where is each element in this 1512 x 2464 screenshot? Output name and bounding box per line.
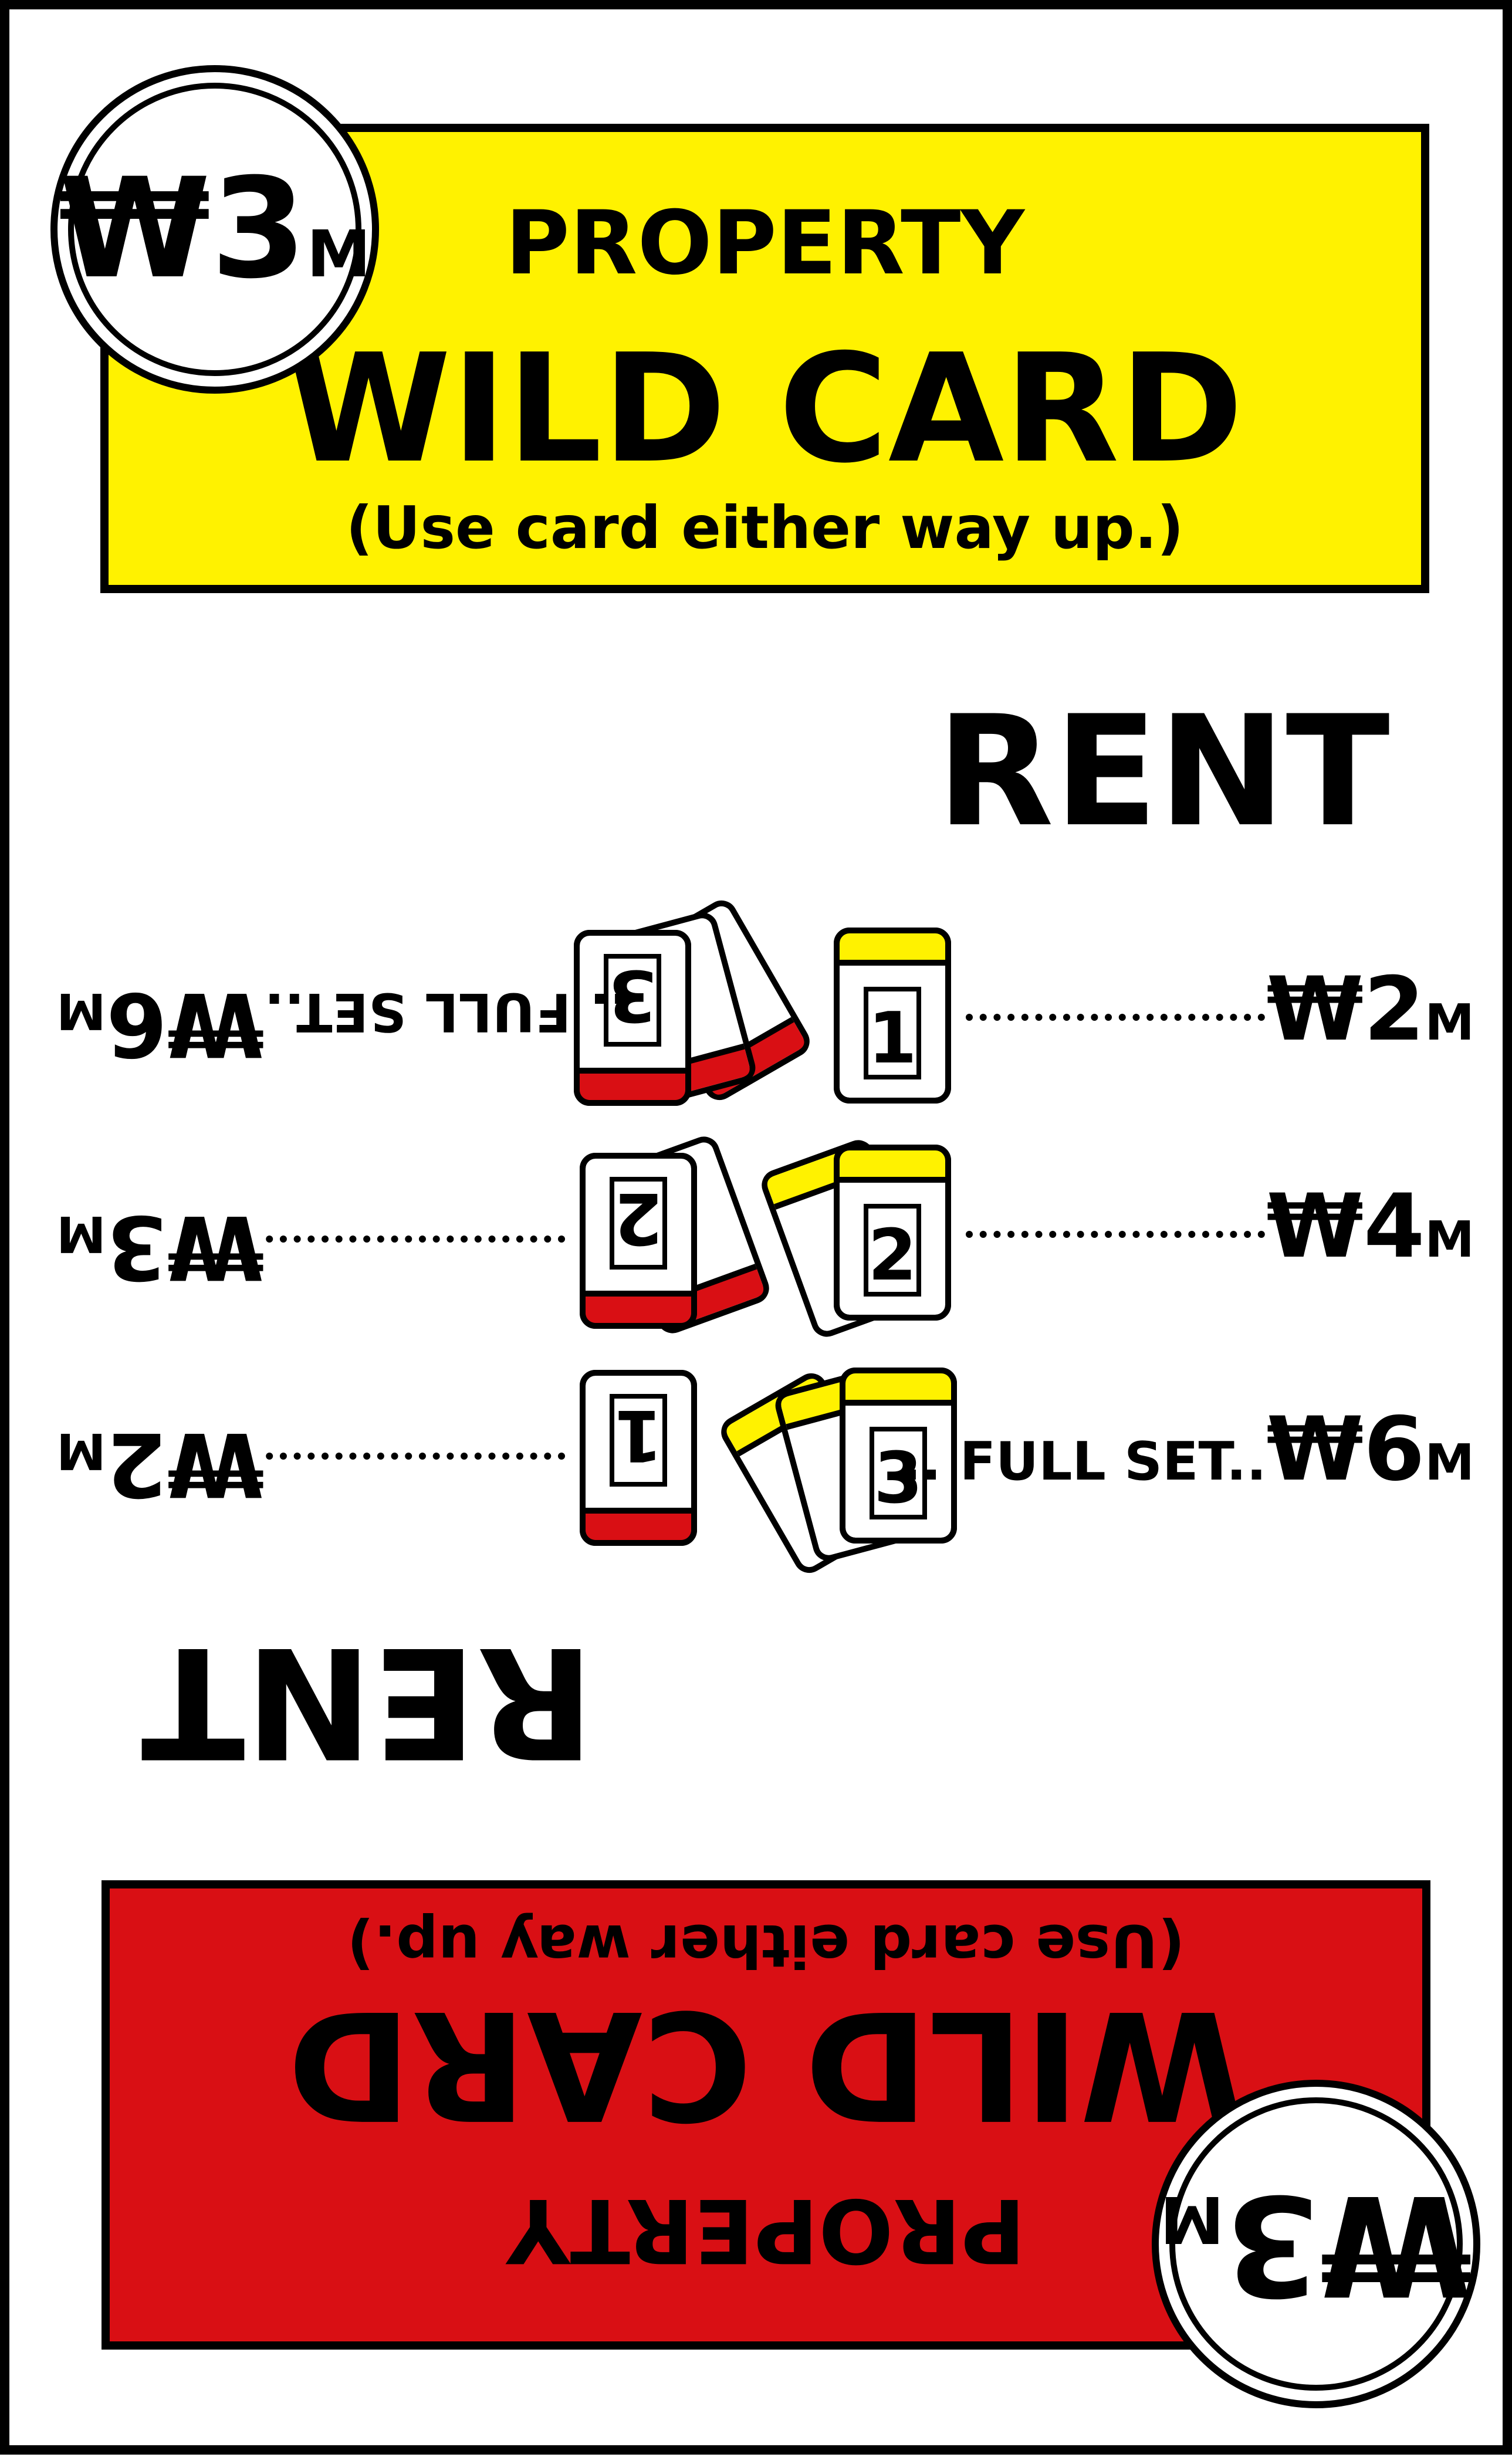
banner-subtitle: (Use card either way up.)	[347, 1911, 1185, 1980]
dotted-leader	[266, 1236, 565, 1243]
rent-amount: ₩2M	[1266, 959, 1474, 1061]
banner-kicker: PROPERTY	[505, 192, 1025, 295]
mini-card-number: 1	[614, 1394, 663, 1475]
mini-card-stack-2: 2	[553, 1136, 788, 1333]
value-badge: ₩3M	[1152, 2080, 1480, 2408]
property-card-icon: 3	[721, 1368, 957, 1573]
mini-card-stack-2: 2	[743, 1140, 977, 1337]
mini-card-stack-3: 3	[553, 900, 810, 1106]
value-text: ₩3M	[1159, 2164, 1473, 2324]
rent-row-1: 1 ₩2M	[9, 928, 1512, 1104]
banner-title: WILD CARD	[286, 322, 1244, 496]
value-unit: M	[306, 216, 371, 292]
value-unit: M	[1159, 2182, 1225, 2257]
property-card-icon: 3	[574, 900, 810, 1106]
rent-row-1: 1 ₩2M	[9, 1370, 1512, 1546]
card-half-yellow: PROPERTY WILD CARD (Use card either way …	[9, 9, 1512, 1337]
mini-card-stack-3: 3	[721, 1368, 977, 1573]
card-half-red: PROPERTY WILD CARD (Use card either way …	[9, 1136, 1512, 2464]
property-card-icon: 1	[834, 928, 951, 1104]
mini-card-number: 3	[608, 954, 657, 1035]
mini-card-number: 1	[868, 998, 917, 1079]
value-badge: ₩3M	[50, 65, 379, 394]
rent-amount-full-set: .. FULL SET..₩6M	[56, 973, 630, 1075]
rent-amount-full-set: .. FULL SET..₩6M	[901, 1399, 1474, 1501]
rent-row-2: 2 ₩3M	[9, 1136, 1512, 1333]
mini-card-stack-1: 1	[553, 1355, 788, 1546]
mini-card-number: 2	[614, 1177, 663, 1258]
dotted-leader	[966, 1231, 1265, 1238]
property-card-icon: 1	[580, 1370, 697, 1546]
property-card-icon: 2	[762, 1140, 951, 1337]
value-amount: ₩3	[58, 149, 307, 309]
property-card-icon: 2	[580, 1136, 769, 1333]
title-banner-yellow: PROPERTY WILD CARD (Use card either way …	[100, 124, 1429, 593]
rent-amount: ₩4M	[1266, 1176, 1474, 1278]
rent-row-2: 2 ₩4M	[9, 1140, 1512, 1337]
rent-amount: ₩3M	[56, 1196, 265, 1298]
rent-row-3-yellow: 3 .. FULL SET..₩6M	[9, 1368, 1512, 1573]
value-text: ₩3M	[57, 160, 372, 298]
rent-heading: RENT	[141, 1613, 594, 1790]
rent-row-3-red: 3 .. FULL SET..₩6M	[9, 900, 1512, 1106]
value-amount: ₩3	[1224, 2164, 1473, 2324]
rent-heading: RENT	[936, 683, 1390, 861]
mini-card-number: 2	[868, 1215, 917, 1297]
banner-subtitle: (Use card either way up.)	[346, 493, 1184, 562]
dotted-leader	[966, 1014, 1265, 1021]
mini-card-number: 3	[874, 1438, 923, 1519]
mini-card-stack-1: 1	[743, 928, 977, 1118]
